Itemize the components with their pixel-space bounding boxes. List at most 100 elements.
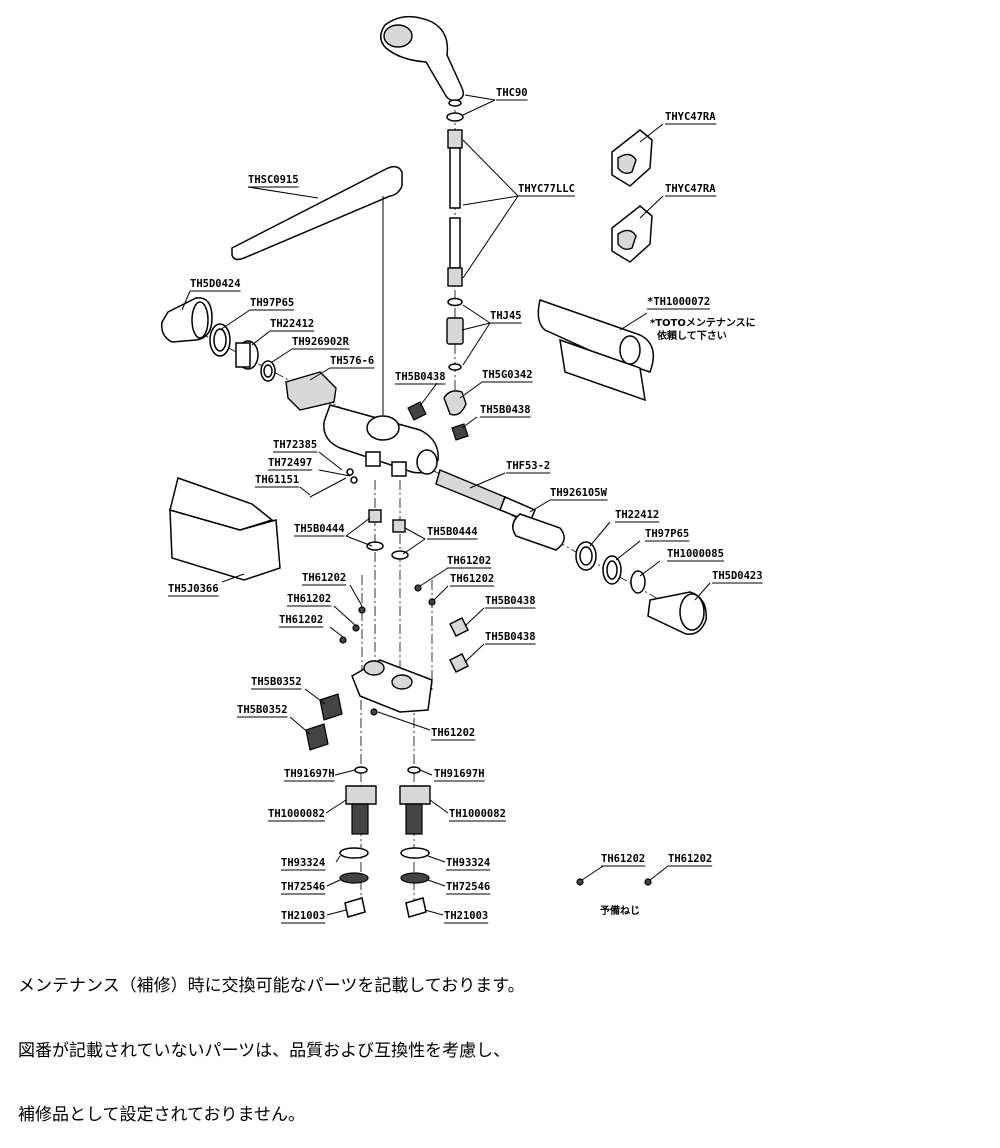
label-th5b0438-b: TH5B0438 — [480, 404, 531, 416]
eccentric-leg-right — [399, 785, 431, 835]
label-thj45: THJ45 — [490, 310, 522, 322]
screw-61202-5 — [428, 598, 436, 606]
valve-body — [323, 404, 439, 477]
label-th21003-right: TH21003 — [444, 910, 488, 922]
shower-head — [380, 16, 465, 107]
label-th5j0366: TH5J0366 — [168, 583, 219, 595]
label-th5b0438-d: TH5B0438 — [485, 631, 536, 643]
stop-valve-knob-1 — [319, 693, 343, 721]
screw-61202-2 — [352, 624, 360, 632]
label-th97p65-right: TH97P65 — [645, 528, 689, 540]
leader-lines — [168, 94, 763, 924]
packing-left — [339, 872, 369, 884]
stop-valve-cap-1 — [449, 617, 469, 637]
spare-screw-2 — [644, 878, 652, 886]
shower-hose — [447, 129, 463, 287]
note-toto-maintenance-2: 依頼して下さい — [657, 329, 727, 342]
label-thyc47ra-1: THYC47RA — [665, 111, 716, 123]
stop-valve-cap-2 — [449, 653, 469, 673]
nut-left-top — [368, 509, 382, 523]
adapter-seal-ring — [448, 363, 462, 371]
exploded-parts-diagram: THC90 THYC47RA THYC47RA THSC0915 THYC77L… — [160, 16, 763, 924]
footer-notes: メンテナンス（補修）時に交換可能なパーツを記載しております。 図番が記載されてい… — [18, 933, 525, 1148]
o-ring-left — [354, 766, 368, 774]
label-thf53-2: THF53-2 — [506, 460, 550, 472]
label-th5d0423: TH5D0423 — [712, 570, 763, 582]
label-th21003-left: TH21003 — [281, 910, 325, 922]
screw-61202-3 — [339, 636, 347, 644]
label-th61202-spare-2: TH61202 — [668, 853, 712, 865]
label-th61202-e: TH61202 — [279, 614, 323, 626]
label-th5g0342: TH5G0342 — [482, 369, 533, 381]
label-th926105w: TH926105W — [550, 487, 608, 499]
left-handle-parts — [160, 297, 337, 411]
screw-61202-1 — [358, 606, 366, 614]
footer-line-1: メンテナンス（補修）時に交換可能なパーツを記載しております。 — [18, 976, 525, 996]
screw-washer-1 — [346, 468, 354, 476]
footer-line-3: 補修品として設定されておりません。 — [18, 1105, 305, 1125]
label-th1000082-right: TH1000082 — [449, 808, 506, 820]
footer-line-2: 図番が記載されていないパーツは、品質および互換性を考慮し、 — [18, 1040, 511, 1061]
hose-adapter — [446, 317, 464, 345]
label-th72497: TH72497 — [268, 457, 312, 469]
wall-nut-left — [344, 897, 366, 918]
screw-washer-2 — [350, 476, 358, 484]
label-thsc0915: THSC0915 — [248, 174, 299, 186]
wall-plate — [169, 477, 281, 581]
elbow-stop-valve-body — [351, 659, 433, 713]
label-th97p65-left: TH97P65 — [250, 297, 294, 309]
nipple-fitting-b — [451, 423, 469, 441]
screw-61202-4 — [414, 584, 422, 592]
center-axes — [194, 110, 661, 900]
shower-seal-ring — [446, 112, 464, 122]
label-th93324-left: TH93324 — [281, 857, 325, 869]
label-th61202-f: TH61202 — [431, 727, 475, 739]
washer-right — [400, 847, 430, 859]
label-th61202-b: TH61202 — [302, 572, 346, 584]
label-th61202-d: TH61202 — [287, 593, 331, 605]
right-cartridge-parts — [435, 469, 707, 635]
label-th91697h-left: TH91697H — [284, 768, 335, 780]
elbow-joint — [443, 390, 467, 416]
nipple-fitting-a — [407, 401, 427, 421]
label-th1000072: *TH1000072 — [647, 296, 710, 308]
label-th1000082-left: TH1000082 — [268, 808, 325, 820]
label-th5b0438-a: TH5B0438 — [395, 371, 446, 383]
screw-61202-6 — [370, 708, 378, 716]
spare-screw-1 — [576, 878, 584, 886]
label-th61151: TH61151 — [255, 474, 299, 486]
label-th926902r: TH926902R — [292, 336, 350, 348]
body-cover — [537, 299, 655, 402]
label-th5b0352-b: TH5B0352 — [237, 704, 288, 716]
packing-right — [400, 872, 430, 884]
mounting-screw — [309, 477, 347, 498]
wall-nut-right — [405, 897, 427, 918]
eccentric-leg-left — [345, 785, 377, 835]
label-th1000085: TH1000085 — [667, 548, 724, 560]
part-labels: THC90 THYC47RA THYC47RA THSC0915 THYC77L… — [168, 87, 763, 922]
hook-bracket-upper — [611, 129, 653, 187]
hook-bracket-lower — [611, 205, 653, 263]
label-th22412-left: TH22412 — [270, 318, 314, 330]
label-th61202-a: TH61202 — [447, 555, 491, 567]
label-th61202-spare-1: TH61202 — [601, 853, 645, 865]
label-thyc47ra-2: THYC47RA — [665, 183, 716, 195]
label-th5b0352-a: TH5B0352 — [251, 676, 302, 688]
washer-left — [339, 847, 369, 859]
o-ring-right — [407, 766, 421, 774]
spout — [231, 165, 403, 415]
label-th72385: TH72385 — [273, 439, 317, 451]
label-th61202-c: TH61202 — [450, 573, 494, 585]
label-th93324-right: TH93324 — [446, 857, 490, 869]
note-spare-screw: 予備ねじ — [600, 904, 640, 917]
label-th5b0444-right: TH5B0444 — [427, 526, 478, 538]
label-th91697h-right: TH91697H — [434, 768, 485, 780]
label-th576-6: TH576-6 — [330, 355, 374, 367]
label-th72546-right: TH72546 — [446, 881, 490, 893]
label-th5d0424: TH5D0424 — [190, 278, 241, 290]
note-toto-maintenance-1: *TOTOメンテナンスに — [650, 317, 756, 329]
label-th22412-right: TH22412 — [615, 509, 659, 521]
hose-seal-ring — [447, 297, 463, 307]
label-th5b0438-c: TH5B0438 — [485, 595, 536, 607]
label-thyc77llc: THYC77LLC — [518, 183, 575, 195]
